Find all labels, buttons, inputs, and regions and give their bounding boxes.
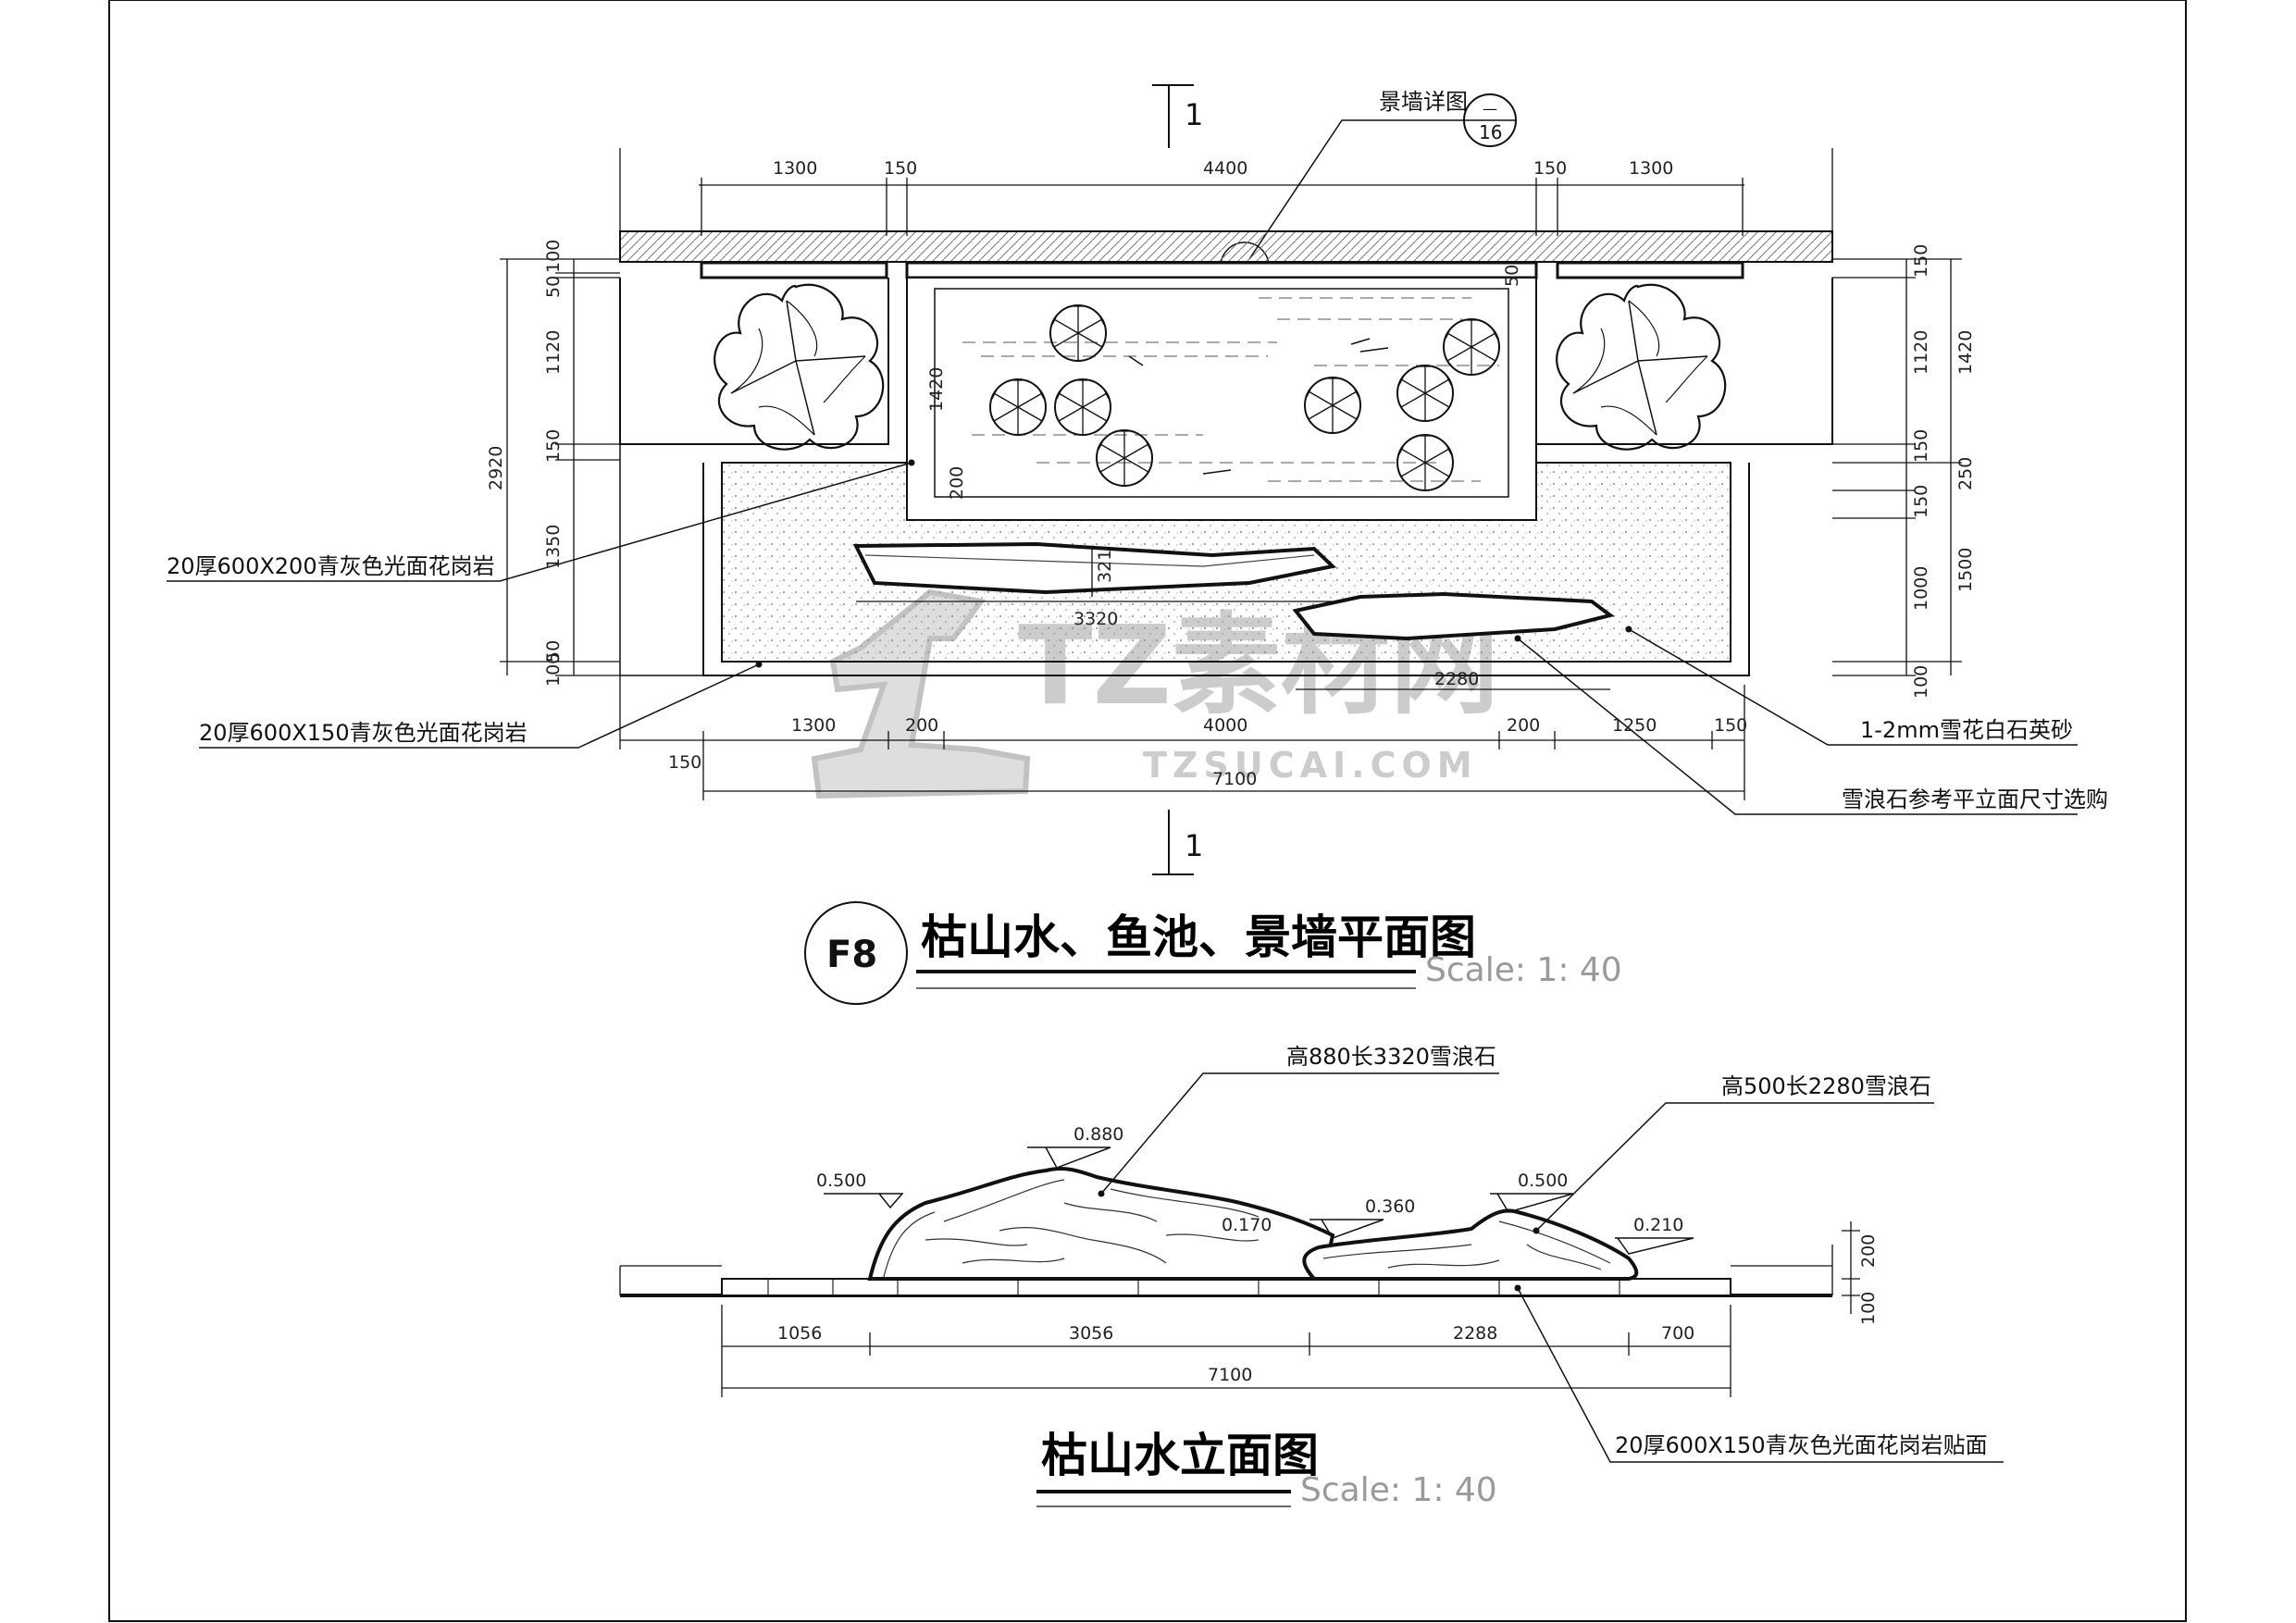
level-2: 0.360 — [1365, 1196, 1415, 1217]
callout-stone-large: 高880长3320雪浪石 — [1286, 1044, 1496, 1070]
leader-stone-large — [1100, 1072, 1499, 1195]
level-markers — [824, 1146, 1694, 1255]
level-5: 0.170 — [1222, 1215, 1272, 1235]
sheet-border — [108, 0, 2187, 1622]
dim-right-0: 150 — [1911, 244, 1931, 278]
watermark-sub: TZSUCAI.COM — [1143, 745, 1478, 786]
elevation-title: 枯山水立面图 — [1041, 1429, 1319, 1482]
elev-dim-right-1: 100 — [1858, 1292, 1879, 1325]
dim-top-1: 150 — [884, 158, 917, 179]
dim-left-1: 50 — [543, 276, 564, 298]
elev-dim-3: 700 — [1661, 1323, 1694, 1344]
callout-stone-small: 高500长2280雪浪石 — [1721, 1073, 1931, 1099]
drawing-badge-label: F8 — [826, 934, 877, 976]
dim-right-7: 250 — [1955, 457, 1976, 490]
dim-top-0: 1300 — [773, 158, 817, 179]
dim-lines-bottom — [619, 675, 1745, 800]
dim-lines-left — [500, 258, 620, 676]
dim-bottom-4: 1250 — [1612, 715, 1657, 736]
dim-inner-3: 321 — [1095, 550, 1115, 583]
leader-stone-small — [1535, 1102, 1934, 1232]
wall-cap-center — [905, 261, 1538, 279]
dim-right-6: 1420 — [1955, 330, 1976, 375]
drawing-badge — [804, 901, 908, 1005]
planter-right — [1535, 278, 1833, 445]
callout-granite-150: 20厚600X150青灰色光面花岗岩 — [199, 720, 527, 746]
callout-stone: 雪浪石参考平立面尺寸选购 — [1842, 787, 2108, 812]
dim-top-3: 150 — [1533, 158, 1567, 179]
section-mark-top — [1152, 84, 1194, 148]
plan-scale: Scale: 1: 40 — [1425, 951, 1622, 989]
section-mark-bottom — [1152, 810, 1194, 875]
elev-dim-0: 1056 — [777, 1323, 822, 1344]
dim-bottom-0: 1300 — [791, 715, 836, 736]
dim-inner-2: 50 — [1502, 265, 1522, 287]
plan-view: 1 1 — 16 景墙详图 — [167, 84, 2108, 1005]
dim-right-1: 1120 — [1911, 330, 1931, 375]
pond-water — [934, 288, 1509, 498]
dim-left-5: 50 — [543, 640, 564, 663]
callout-sand: 1-2mm雪花白石英砂 — [1860, 717, 2073, 743]
water-lines — [962, 297, 1499, 482]
leader-granite-200 — [167, 462, 912, 582]
elevation-scale: Scale: 1: 40 — [1300, 1471, 1497, 1509]
dim-lines-right — [1832, 258, 1962, 676]
detail-ref-label: 景墙详图 — [1379, 89, 1468, 115]
dim-left-4: 1350 — [543, 525, 564, 569]
dim-left-2: 1120 — [543, 330, 564, 375]
dim-top-4: 1300 — [1629, 158, 1673, 179]
level-0: 0.500 — [816, 1171, 866, 1191]
level-4: 0.210 — [1633, 1215, 1683, 1235]
dim-bottom-2: 4000 — [1203, 715, 1247, 736]
level-1: 0.880 — [1074, 1124, 1123, 1145]
dim-inner-0: 1420 — [926, 367, 947, 412]
paving-strip — [721, 1278, 1731, 1296]
dim-right-3: 150 — [1911, 485, 1931, 518]
elev-dim-2: 2288 — [1453, 1323, 1497, 1344]
landscape-wall — [619, 230, 1833, 263]
rock-large-elevation — [867, 1167, 1335, 1281]
elev-dim-lines — [721, 1305, 1731, 1397]
wall-cap-right — [1556, 261, 1744, 279]
detail-ref-leader — [1248, 119, 1464, 260]
leader-granite-150 — [199, 663, 760, 749]
dim-inner-5: 2280 — [1434, 669, 1479, 689]
detail-ref-bottom: 16 — [1479, 121, 1502, 143]
rock-large-plan — [852, 541, 1337, 595]
dim-right-2: 150 — [1911, 429, 1931, 463]
dim-left-6: 100 — [543, 653, 564, 687]
dim-inner-4: 3320 — [1074, 609, 1118, 629]
elev-dim-right-0: 200 — [1858, 1234, 1879, 1268]
callout-granite-200: 20厚600X200青灰色光面花岗岩 — [167, 553, 495, 579]
dim-bottom-5: 150 — [1714, 715, 1747, 736]
dim-inner-1: 200 — [947, 466, 967, 500]
elev-dim-1: 3056 — [1069, 1323, 1113, 1344]
dim-bottom-6: 150 — [668, 752, 701, 773]
dim-bottom-1: 200 — [905, 715, 938, 736]
section-mark-bottom-label: 1 — [1185, 828, 1203, 863]
dim-lines-top — [619, 148, 1833, 236]
dim-left-7: 2920 — [486, 446, 506, 490]
dim-right-5: 100 — [1911, 665, 1931, 699]
elev-dim-4: 7100 — [1208, 1365, 1252, 1385]
level-3: 0.500 — [1518, 1171, 1568, 1191]
wall-cap-left — [700, 261, 888, 279]
dim-bottom-7: 7100 — [1212, 769, 1257, 789]
dim-bottom-3: 200 — [1507, 715, 1540, 736]
planter-left — [619, 278, 889, 445]
dim-right-8: 1500 — [1955, 548, 1976, 592]
detail-ref-top: — — [1483, 100, 1497, 118]
leader-sand — [1628, 628, 2078, 746]
dim-top-2: 4400 — [1203, 158, 1247, 179]
leader-stone — [1517, 638, 2078, 815]
rock-small-plan — [1292, 591, 1615, 641]
callout-paving: 20厚600X150青灰色光面花岗岩贴面 — [1615, 1432, 1988, 1458]
plan-title: 枯山水、鱼池、景墙平面图 — [921, 911, 1476, 964]
dim-right-4: 1000 — [1911, 566, 1931, 611]
section-mark-top-label: 1 — [1185, 97, 1203, 132]
dim-left-0: 100 — [543, 240, 564, 273]
elevation-view: 0.500 0.880 0.360 0.500 0.210 0.170 高880… — [619, 1044, 2004, 1509]
dim-left-3: 150 — [543, 429, 564, 463]
